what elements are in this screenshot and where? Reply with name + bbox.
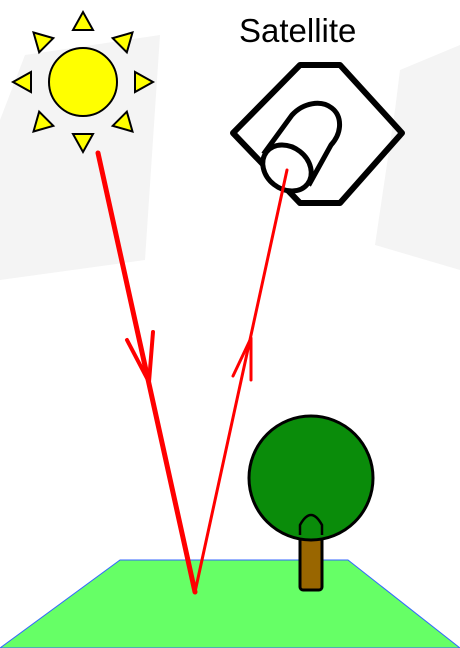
ground-plane: [0, 560, 460, 648]
satellite-icon: [233, 65, 402, 203]
background-shape-right: [375, 45, 460, 270]
satellite-label: Satellite: [239, 12, 356, 49]
sun-disc: [49, 48, 117, 116]
tree-crown: [249, 416, 373, 540]
